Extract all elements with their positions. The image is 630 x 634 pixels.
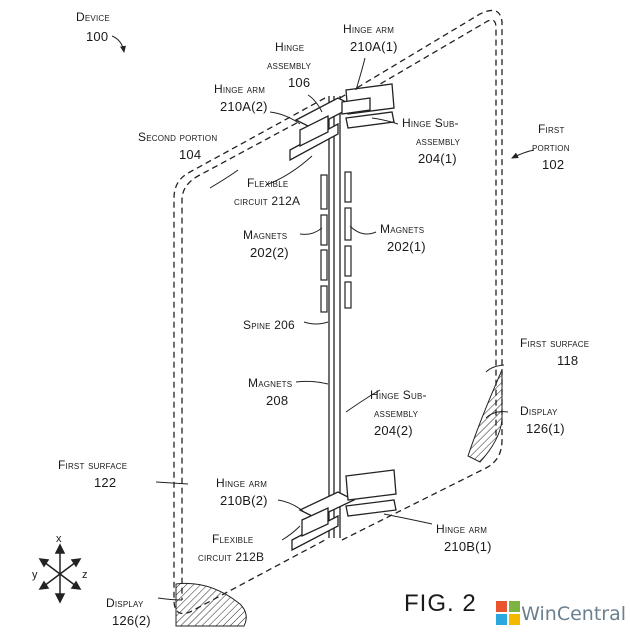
figure-title: FIG. 2: [404, 590, 477, 617]
spine-206-label: Spine 206: [243, 318, 295, 332]
hinge-arm-210a1-label: Hinge arm: [343, 22, 395, 36]
first-portion-outline: [339, 9, 503, 541]
hinge-subassembly-1-ref: 204(1): [418, 151, 457, 166]
hinge-arm-210b2-ref: 210B(2): [220, 493, 268, 508]
axis-y-label: y: [32, 569, 38, 581]
wincentral-watermark: WinCentral: [496, 598, 626, 630]
magnets-202-2-ref: 202(2): [250, 245, 289, 260]
brand-name: WinCentral: [521, 603, 626, 625]
first-portion-label-2: portion: [532, 140, 570, 154]
hinge-assembly-ref: 106: [288, 75, 311, 90]
device-ref: 100: [86, 29, 109, 44]
windows-logo-icon: [496, 601, 520, 627]
magnets-202-2-label: Magnets: [243, 228, 288, 242]
first-surface-118-label: First surface: [520, 336, 590, 350]
flexible-circuit-212a-label: Flexible: [247, 176, 289, 190]
display-126-1-label: Display: [520, 404, 558, 418]
hinge-subassembly-2-label: Hinge Sub-: [370, 388, 427, 402]
axis-x-label: x: [56, 533, 62, 545]
hinge-subassembly-2-ref: 204(2): [374, 423, 413, 438]
display-126-1-ref: 126(1): [526, 421, 565, 436]
hinge-arm-210b1-ref: 210B(1): [444, 539, 492, 554]
magnets-202-1-label: Magnets: [380, 222, 425, 236]
second-portion-ref: 104: [179, 147, 202, 162]
flexible-circuit-212b-label: Flexible: [212, 532, 254, 546]
leader-lines: [155, 57, 509, 601]
flexible-circuit-212b-label-2: circuit 212B: [198, 550, 265, 564]
top-hinge-assembly: [289, 83, 395, 162]
hinge-subassembly-1-label: Hinge Sub-: [402, 116, 459, 130]
hinge-arm-210a2-label: Hinge arm: [214, 82, 266, 96]
magnets-202: [320, 171, 352, 313]
magnets-208-label: Magnets: [248, 376, 293, 390]
spine: [328, 96, 341, 538]
first-portion-label: First: [538, 122, 565, 136]
display-126-2-hatch: [175, 582, 247, 627]
first-surface-118-ref: 118: [557, 353, 579, 368]
first-surface-122-ref: 122: [94, 475, 117, 490]
hinge-arm-210a2-ref: 210A(2): [220, 99, 268, 114]
flexible-circuit-212a-label-2: circuit 212A: [234, 194, 301, 208]
arrow-leaders: [111, 35, 535, 159]
hinge-arm-210b2-label: Hinge arm: [216, 476, 268, 490]
magnets-208-ref: 208: [266, 393, 289, 408]
second-portion-label: Second portion: [138, 130, 218, 144]
bottom-hinge-assembly: [291, 469, 397, 552]
first-surface-122-label: First surface: [58, 458, 128, 472]
display-126-1-hatch: [467, 369, 503, 463]
device-label: Device: [76, 10, 110, 24]
second-portion-outline: [173, 97, 333, 615]
axis-indicator: [38, 543, 82, 604]
display-126-2-ref: 126(2): [112, 613, 151, 628]
magnets-202-1-ref: 202(1): [387, 239, 426, 254]
first-portion-ref: 102: [542, 157, 565, 172]
hinge-subassembly-1-label-2: assembly: [416, 134, 461, 148]
hinge-subassembly-2-label-2: assembly: [374, 406, 419, 420]
display-126-2-label: Display: [106, 596, 144, 610]
hinge-arm-210a1-ref: 210A(1): [350, 39, 398, 54]
hinge-assembly-label-2: assembly: [267, 58, 312, 72]
axis-z-label: z: [82, 569, 88, 581]
hinge-assembly-label: Hinge: [275, 40, 305, 54]
hinge-arm-210b1-label: Hinge arm: [436, 522, 488, 536]
